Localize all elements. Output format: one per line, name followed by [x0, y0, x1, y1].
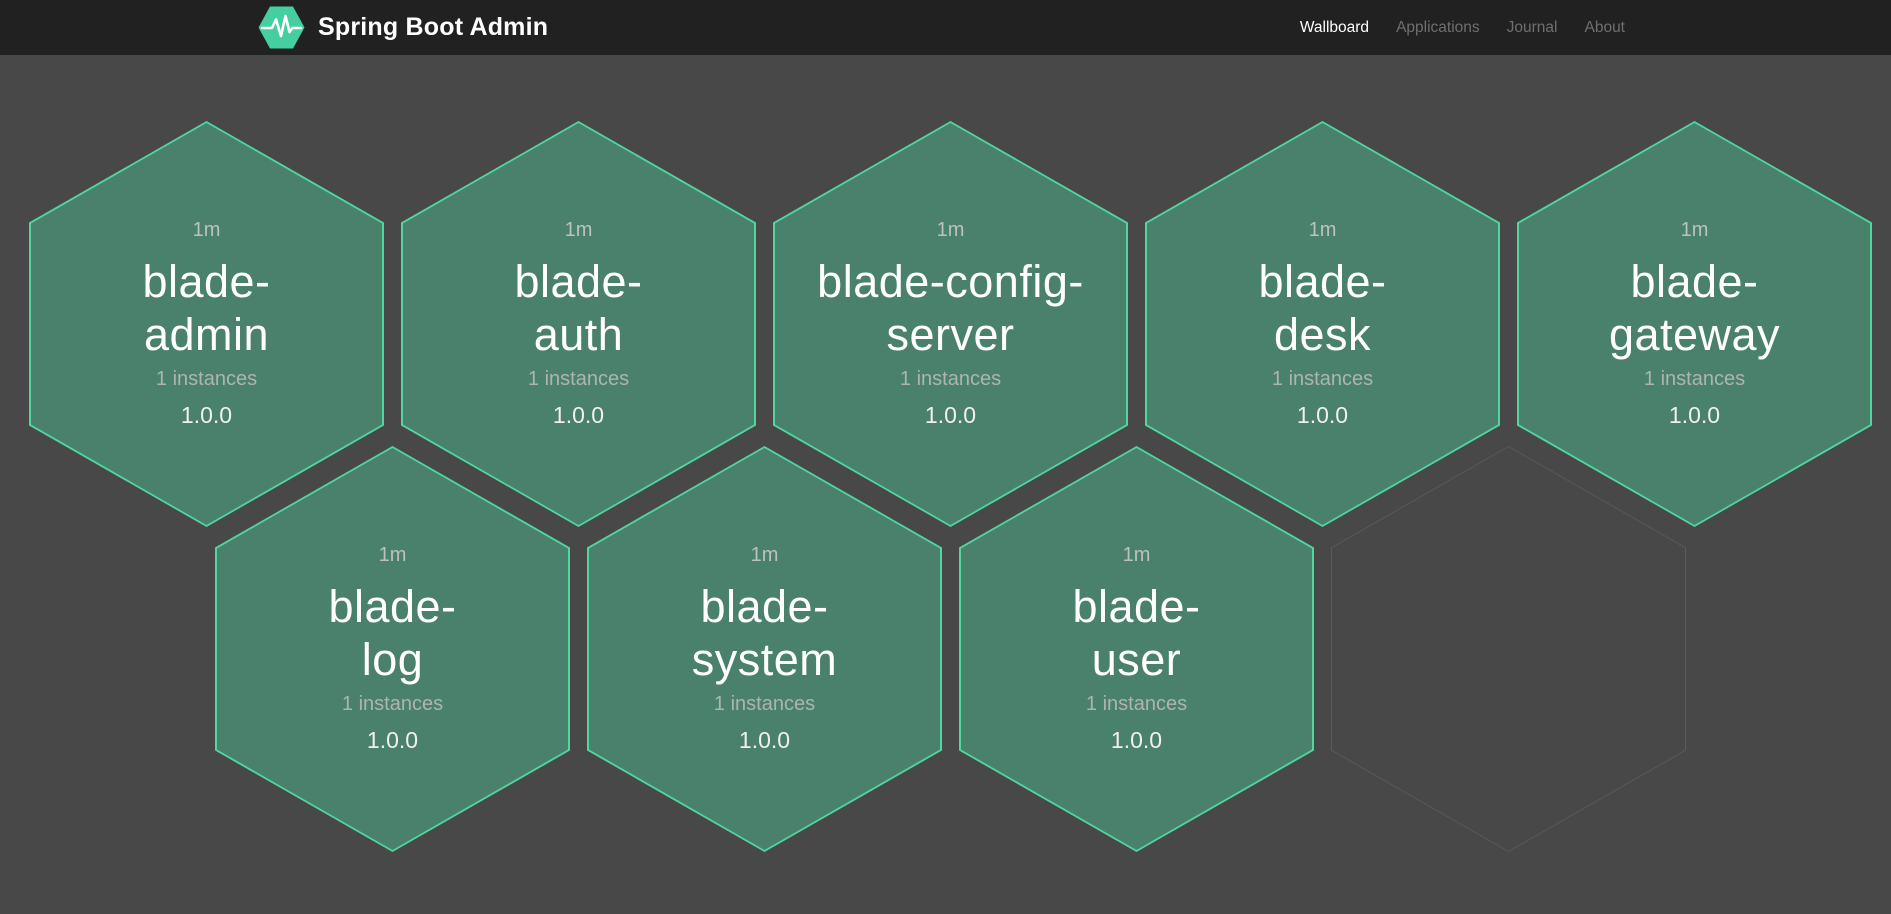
hexagon-fill: [403, 123, 754, 525]
hexagon-content: 1m blade- auth 1 instances 1.0.0: [401, 121, 756, 527]
hexagon-fill: [31, 123, 382, 525]
app-hexagon[interactable]: 1m blade-config- server 1 instances 1.0.…: [773, 121, 1128, 527]
instances-count: 1 instances: [899, 368, 1002, 391]
app-version: 1.0.0: [738, 727, 791, 754]
uptime-label: 1m: [1308, 218, 1337, 241]
instances-count: 1 instances: [713, 693, 816, 716]
uptime-label: 1m: [1122, 543, 1151, 566]
uptime-label: 1m: [936, 218, 965, 241]
nav-item-wallboard[interactable]: Wallboard: [1299, 18, 1370, 36]
hexagon-content: 1m blade- log 1 instances 1.0.0: [215, 446, 570, 852]
app-name: blade- admin: [142, 255, 271, 360]
hexagon-fill: [775, 123, 1126, 525]
brand-title: Spring Boot Admin: [318, 13, 549, 41]
uptime-label: 1m: [1680, 218, 1709, 241]
nav-item-about[interactable]: About: [1584, 18, 1625, 36]
hexagon-fill: [217, 448, 568, 850]
instances-count: 1 instances: [1085, 693, 1188, 716]
app-version: 1.0.0: [1296, 402, 1349, 429]
nav-menu: Wallboard Applications Journal About: [1300, 0, 1625, 55]
pulse-hexagon-icon: [258, 6, 305, 49]
nav-item-journal[interactable]: Journal: [1506, 18, 1558, 36]
uptime-label: 1m: [378, 543, 407, 566]
hexagon-fill: [589, 448, 940, 850]
instances-count: 1 instances: [341, 693, 444, 716]
app-version: 1.0.0: [924, 402, 977, 429]
uptime-label: 1m: [750, 543, 779, 566]
hexagon-content: 1m blade- system 1 instances 1.0.0: [587, 446, 942, 852]
app-version: 1.0.0: [1668, 402, 1721, 429]
app-hexagon[interactable]: 1m blade- system 1 instances 1.0.0: [587, 446, 942, 852]
app-name: blade- system: [691, 580, 838, 685]
navbar: Spring Boot Admin Wallboard Applications…: [0, 0, 1891, 55]
hexagon-fill: [1519, 123, 1870, 525]
hexagon-content: 1m blade- gateway 1 instances 1.0.0: [1517, 121, 1872, 527]
hexagon-content: 1m blade-config- server 1 instances 1.0.…: [773, 121, 1128, 527]
app-version: 1.0.0: [366, 727, 419, 754]
nav-item-applications[interactable]: Applications: [1396, 18, 1480, 36]
instances-count: 1 instances: [1643, 368, 1746, 391]
app-name: blade- auth: [514, 255, 643, 360]
empty-hexagon-placeholder: [1331, 446, 1686, 852]
uptime-label: 1m: [564, 218, 593, 241]
app-name: blade-config- server: [817, 255, 1084, 360]
app-hexagon[interactable]: 1m blade- gateway 1 instances 1.0.0: [1517, 121, 1872, 527]
instances-count: 1 instances: [527, 368, 630, 391]
hexagon-fill: [961, 448, 1312, 850]
hexagon-fill: [1332, 447, 1685, 851]
app-name: blade- log: [328, 580, 457, 685]
hexagon-content: 1m blade- admin 1 instances 1.0.0: [29, 121, 384, 527]
brand-link[interactable]: Spring Boot Admin: [258, 0, 548, 55]
app-hexagon[interactable]: 1m blade- log 1 instances 1.0.0: [215, 446, 570, 852]
hexagon-content: 1m blade- user 1 instances 1.0.0: [959, 446, 1314, 852]
app-version: 1.0.0: [180, 402, 233, 429]
app-name: blade- user: [1072, 580, 1201, 685]
instances-count: 1 instances: [1271, 368, 1374, 391]
app-hexagon[interactable]: 1m blade- desk 1 instances 1.0.0: [1145, 121, 1500, 527]
app-hexagon[interactable]: 1m blade- admin 1 instances 1.0.0: [29, 121, 384, 527]
app-version: 1.0.0: [1110, 727, 1163, 754]
instances-count: 1 instances: [155, 368, 258, 391]
uptime-label: 1m: [192, 218, 221, 241]
app-hexagon[interactable]: 1m blade- auth 1 instances 1.0.0: [401, 121, 756, 527]
hexagon-content: 1m blade- desk 1 instances 1.0.0: [1145, 121, 1500, 527]
app-name: blade- gateway: [1608, 255, 1781, 360]
app-hexagon[interactable]: 1m blade- user 1 instances 1.0.0: [959, 446, 1314, 852]
hexagon-fill: [1147, 123, 1498, 525]
wallboard: 1m blade- admin 1 instances 1.0.0 1m bla…: [0, 55, 1891, 914]
app-name: blade- desk: [1258, 255, 1387, 360]
app-version: 1.0.0: [552, 402, 605, 429]
